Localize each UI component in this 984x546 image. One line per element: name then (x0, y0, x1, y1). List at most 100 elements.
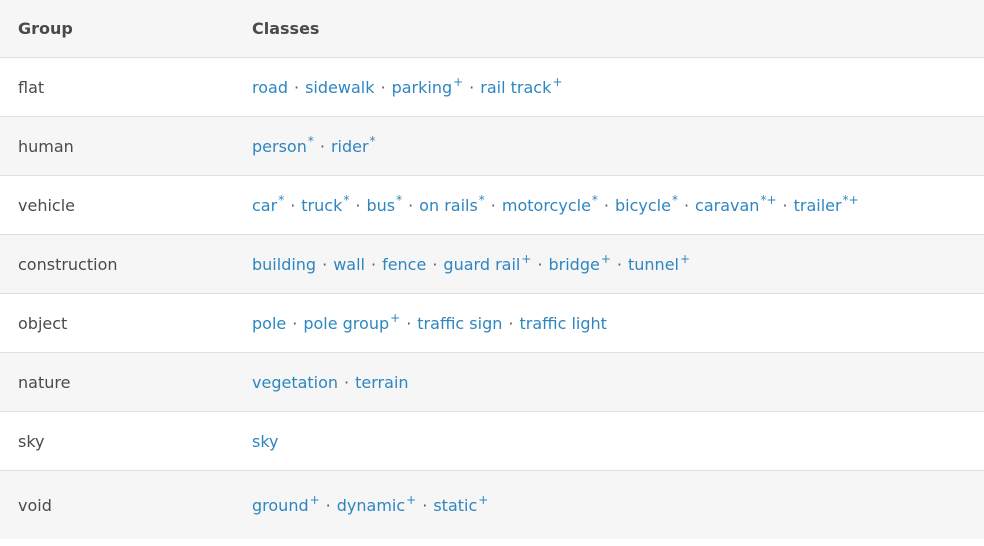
class-name: road (252, 77, 288, 97)
class-mark: + (679, 251, 691, 266)
class-mark: *+ (760, 192, 777, 207)
table-row: nature vegetation · terrain (0, 353, 984, 412)
class-list: car*·truck*·bus*·on rails*·motorcycle*·b… (252, 192, 984, 215)
group-name: void (18, 495, 52, 515)
class-link[interactable]: sky (252, 432, 279, 451)
table-row: sky sky (0, 412, 984, 471)
class-separator: · (293, 77, 300, 97)
class-separator: · (355, 195, 361, 215)
class-separator: · (406, 313, 412, 333)
class-separator: · (422, 495, 428, 515)
class-mark: *+ (842, 192, 859, 207)
class-link[interactable]: bicycle* (615, 193, 678, 215)
class-link[interactable]: rail track+ (480, 74, 563, 97)
class-mark: * (396, 192, 403, 207)
class-mark: + (453, 74, 464, 89)
group-name: nature (18, 372, 71, 392)
class-name: motorcycle (501, 195, 591, 215)
class-link[interactable]: motorcycle* (501, 192, 598, 215)
class-separator: · (469, 77, 475, 97)
class-link[interactable]: caravan*+ (695, 192, 777, 215)
class-separator: · (508, 313, 514, 333)
class-link[interactable]: on rails* (419, 192, 485, 215)
class-name: guard rail (443, 254, 521, 274)
class-link[interactable]: bridge+ (548, 251, 611, 274)
class-link[interactable]: traffic sign (417, 314, 502, 333)
class-name: terrain (355, 372, 409, 392)
class-mark: * (591, 192, 598, 207)
class-separator: · (683, 195, 690, 215)
class-list: ground+·dynamic+·static+ (252, 492, 984, 515)
class-name: car (252, 195, 278, 215)
class-list: sky (252, 432, 984, 451)
class-list: person*·rider* (252, 133, 984, 156)
class-link[interactable]: car* (252, 192, 285, 215)
class-link[interactable]: pole group+ (303, 310, 401, 333)
class-link[interactable]: traffic light (519, 314, 606, 333)
class-separator: · (490, 195, 496, 215)
class-name: building (252, 254, 317, 274)
class-link[interactable]: ground+ (252, 492, 320, 515)
class-list: building·wall·fence·guard rail+·bridge+·… (252, 251, 984, 274)
class-name: ground (252, 495, 309, 515)
header-group: Group (18, 19, 73, 38)
class-name: fence (382, 254, 427, 274)
class-mark: + (600, 251, 611, 266)
class-name: wall (333, 254, 365, 274)
group-name: sky (18, 431, 45, 451)
class-separator: · (370, 254, 377, 274)
class-mark: + (309, 492, 320, 507)
class-name: traffic light (519, 313, 607, 333)
class-separator: · (380, 77, 386, 97)
class-link[interactable]: guard rail+ (443, 251, 532, 274)
class-mark: * (307, 133, 314, 148)
class-link[interactable]: vegetation (252, 373, 338, 392)
class-mark: + (390, 310, 401, 325)
class-name: static (433, 495, 478, 515)
class-link[interactable]: sidewalk (305, 78, 374, 97)
class-link[interactable]: building (252, 255, 316, 274)
group-name: construction (18, 254, 118, 274)
class-link[interactable]: truck* (301, 192, 350, 215)
group-name: flat (18, 77, 45, 97)
class-mark: * (369, 133, 376, 148)
class-link[interactable]: terrain (355, 373, 408, 392)
class-link[interactable]: bus* (366, 192, 403, 215)
class-name: bicycle (615, 195, 671, 215)
class-separator: · (537, 254, 543, 274)
class-link[interactable]: trailer*+ (794, 192, 859, 215)
group-name: vehicle (18, 195, 75, 215)
class-link[interactable]: rider* (331, 133, 376, 156)
class-name: bridge (548, 254, 600, 274)
class-link[interactable]: fence (382, 255, 426, 274)
class-mark: * (478, 192, 485, 207)
class-link[interactable]: person* (252, 133, 314, 156)
class-link[interactable]: tunnel+ (628, 251, 691, 274)
class-mark: * (343, 192, 350, 207)
class-mark: + (521, 251, 532, 266)
class-name: traffic sign (417, 313, 503, 333)
class-link[interactable]: dynamic+ (337, 492, 417, 515)
class-name: sky (252, 431, 279, 451)
class-mark: + (406, 492, 417, 507)
class-separator: · (344, 372, 350, 392)
class-mark: + (552, 74, 563, 89)
class-link[interactable]: road (252, 78, 288, 97)
class-name: person (252, 136, 307, 156)
class-list: pole·pole group+·traffic sign·traffic li… (252, 310, 984, 333)
class-name: bus (366, 195, 396, 215)
class-link[interactable]: pole (252, 314, 286, 333)
class-link[interactable]: parking+ (392, 74, 464, 97)
class-name: vegetation (252, 372, 339, 392)
class-separator: · (322, 254, 328, 274)
class-name: caravan (695, 195, 760, 215)
class-mark: * (278, 192, 285, 207)
class-link[interactable]: wall (333, 255, 365, 274)
class-link[interactable]: static+ (433, 493, 488, 515)
